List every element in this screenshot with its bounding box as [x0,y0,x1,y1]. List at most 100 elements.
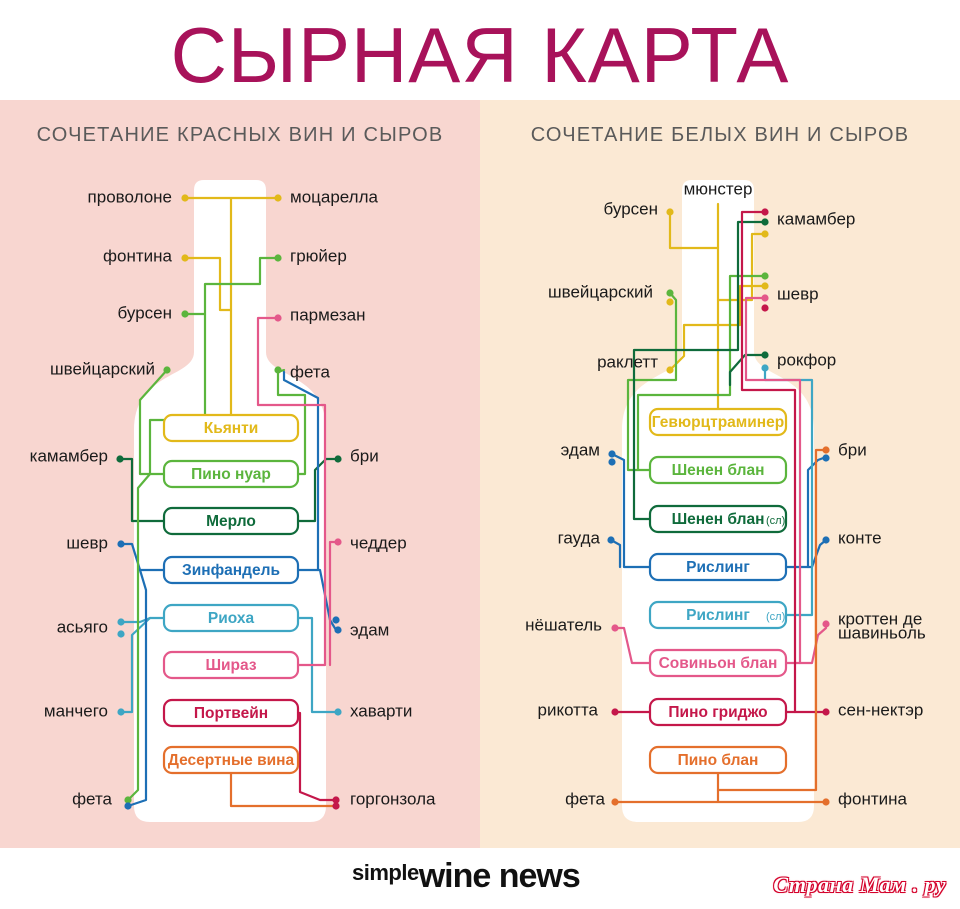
white-cheese-chevre-dot-4 [761,304,769,312]
red-wine-1-label: Пино нуар [191,466,271,483]
white-cheese-left-dot-6 [611,708,619,716]
wire-gouda-riesling [609,538,622,569]
red-cheese-left-7: манчего [44,701,108,720]
white-wine-4-sub: (сл) [766,611,785,623]
wire-port-gorgonzola [296,711,338,802]
white-cheese-edam-dot-2 [608,458,616,466]
white-wine-2-label: Шенен блан [672,511,765,528]
red-wine-6-box [162,698,300,728]
red-cheese-right-dot-7 [334,708,342,716]
red-wine-2-label: Мерло [206,513,256,530]
watermark: Страна Мам . ру [773,872,946,897]
wire-feta-pinot [126,472,152,802]
white-cheese-right-dot-8 [822,798,830,806]
wire-brie-pinot-blanc [716,448,828,792]
white-wine-heading: СОЧЕТАНИЕ БЕЛЫХ ВИН И СЫРОВ [530,124,910,146]
wire-feta-pinot-blanc-fontina [613,771,828,804]
wire-chevre-zin [119,542,166,572]
red-cheese-left-dot-7 [117,708,125,716]
red-cheese-left-8: фета [72,789,112,808]
red-cheese-right-dot-6 [334,626,342,634]
red-cheese-right-dot-3 [274,366,282,374]
white-cheese-left-dot-7 [611,798,619,806]
white-wine-7-box [648,745,788,775]
white-wine-2-sub: (сл) [766,515,785,527]
white-cheese-right-3: бри [838,440,867,459]
white-wine-1-box [648,455,788,485]
white-cheese-right-5: кроттен де [838,609,922,628]
red-cheese-left-dot-1 [181,254,189,262]
white-cheese-right-7: сен-нектэр [838,700,923,719]
white-cheese-left-dot-3 [608,450,616,458]
red-cheese-right-1: грюйер [290,246,347,265]
red-cheese-left-4: камамбер [30,446,108,465]
white-cheese-right-dot-3 [822,446,830,454]
red-cheese-right-dot-4 [334,455,342,463]
red-cheese-right-8: горгонзола [350,789,436,808]
red-cheese-left-dot-3 [163,366,171,374]
wire-neuchatel-sauv [613,626,652,665]
red-wine-4-label: Риоха [208,610,255,627]
red-cheese-left-0: проволоне [88,187,172,206]
white-cheese-camembert-dot-2 [761,218,769,226]
red-wine-1-box [162,459,300,489]
white-cheese-chevre-dot-3 [761,282,769,290]
wire-dessert-gorgonzola [229,771,338,808]
red-wine-3-label: Зинфандель [182,562,280,579]
wire-bursen-gruyere [183,256,280,316]
red-cheese-right-dot-8 [332,796,340,804]
red-cheese-left-2: бурсен [118,303,172,322]
white-wine-0-label: Гевюрцтраминер [652,414,785,431]
page-title: СЫРНАЯ КАРТА [170,11,790,99]
white-wine-6-box [648,697,788,727]
white-wine-5-label: Совиньон блан [659,655,778,672]
red-wine-3-box [162,555,300,585]
wire-cheddar-shiraz [328,540,340,667]
red-cheese-right-4: бри [350,446,379,465]
red-wine-7-label: Десертные вина [168,752,295,769]
white-cheese-left-dot-0 [666,208,674,216]
red-cheese-left-dot-6 [117,618,125,626]
white-cheese-left-0: бурсен [604,199,658,218]
white-cheese-left-dot-5 [611,624,619,632]
white-wine-2-box [648,504,788,534]
red-cheese-right-dot-1 [274,254,282,262]
white-cheese-right-0: камамбер [777,209,855,228]
red-cheese-left-5: шевр [66,533,108,552]
white-wine-1-label: Шенен блан [672,462,765,479]
white-cheese-right-dot-1 [761,294,769,302]
wire-chevre-sauv [744,296,802,665]
red-cheese-right-dot-2 [274,314,282,322]
white-cheese-right-dot-5 [822,620,830,628]
white-cheese-left-7: фета [565,789,605,808]
red-wine-5-box [162,650,300,680]
red-wine-0-box [162,413,300,443]
red-cheese-right-0: моцарелла [290,187,379,206]
white-cheese-camembert-dot-3 [761,230,769,238]
red-wine-7-box [162,745,300,775]
red-cheese-left-dot-8 [124,796,132,804]
white-cheese-top: мюнстер [684,179,753,198]
red-cheese-right-2: пармезан [290,305,366,324]
brand-part-1: simple [352,860,419,885]
red-cheese-left-3: швейцарский [50,359,155,378]
wire-manchego-rioja [119,616,152,714]
red-cheese-left-dot-2 [181,310,189,318]
wire-merlot-brie [296,457,336,523]
white-wine-7-label: Пино блан [678,752,759,769]
wire-feta-zin [282,370,320,572]
wire-camembert-merlot [118,457,166,523]
wire-raclette-gew [668,284,767,372]
red-cheese-right-dot-0 [274,194,282,202]
red-cheese-left-6: асьяго [57,617,108,636]
white-wine-0-box [648,407,788,437]
white-cheese-roquefort-dot-2 [761,364,769,372]
white-cheese-right-dot-4 [822,536,830,544]
brand-part-2: wine news [418,857,581,895]
white-wine-5-box [648,648,788,678]
white-wine-6-label: Пино гриджо [668,704,767,721]
white-cheese-right-2: рокфор [777,350,836,369]
white-wine-4-box [648,600,788,630]
wire-swiss-chenin [626,291,678,472]
white-cheese-right-8: фонтина [838,789,908,808]
